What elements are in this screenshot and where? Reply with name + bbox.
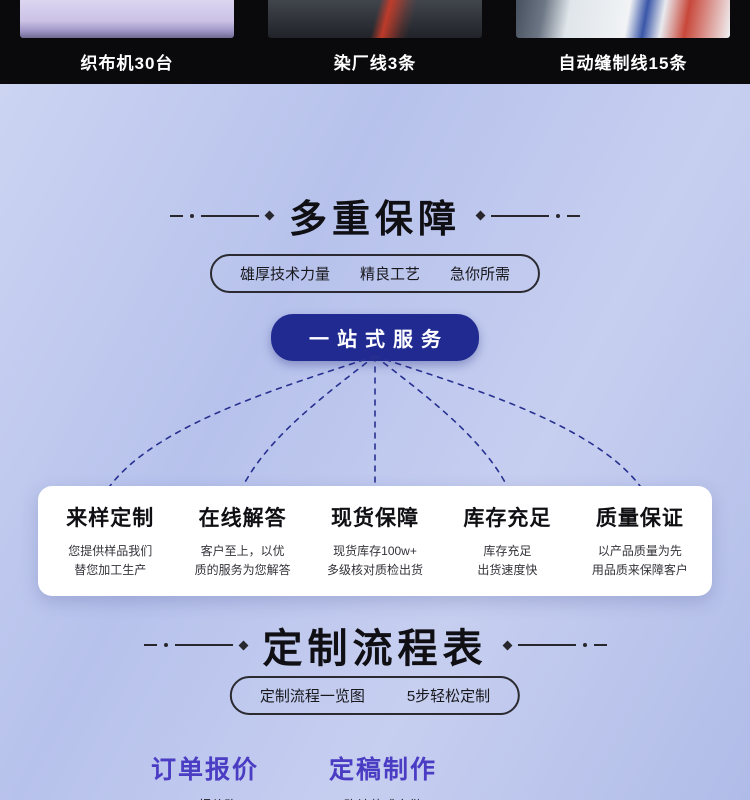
- feature-title: 库存充足: [463, 507, 552, 530]
- dot-decor: [556, 213, 560, 218]
- diamond-decor: [238, 640, 248, 650]
- feature-title: 来样定制: [66, 507, 155, 530]
- feature-ample-inventory: 库存充足 库存充足 出货速度快: [441, 502, 573, 579]
- subtitle-phrase: 定制流程一览图: [259, 688, 365, 705]
- sewing-line-photo: [516, 0, 730, 38]
- line-decor: [517, 644, 576, 646]
- feature-title: 质量保证: [595, 507, 684, 530]
- factory-header: 织布机30台 染厂线3条 自动缝制线15条: [0, 0, 750, 84]
- dot-decor: [582, 643, 587, 647]
- feature-online-answers: 在线解答 客户至上，以优 质的服务为您解答: [176, 502, 308, 579]
- process-subtitle-pill: 定制流程一览图 5步轻松定制: [229, 676, 521, 715]
- dashed-fan-lines: [109, 355, 641, 487]
- step-desc: 工厂报价确 定款式内容: [100, 796, 310, 800]
- title-deco-left: [143, 640, 248, 650]
- feature-title: 现货保障: [331, 507, 420, 530]
- subtitle-phrase: 精良工艺: [359, 266, 421, 283]
- guarantee-subtitle-pill: 雄厚技术力量 精良工艺 急你所需: [209, 254, 541, 293]
- subtitle-phrase: 急你所需: [450, 266, 511, 283]
- subtitle-phrase: 雄厚技术力量: [239, 266, 330, 283]
- guarantee-feature-card: 来样定制 您提供样品我们 替您加工生产 在线解答 客户至上，以优 质的服务为您解…: [38, 486, 712, 596]
- line-decor: [491, 214, 549, 217]
- feature-desc: 以产品质量为先 用品质来保障客户: [591, 544, 688, 577]
- dash-decor: [169, 214, 183, 217]
- one-stop-service-pill: 一站式服务: [271, 314, 479, 361]
- dash-decor: [567, 214, 580, 217]
- process-title-row: 定制流程表: [0, 616, 750, 674]
- factory-item-dyeing: 染厂线3条: [268, 0, 482, 84]
- dot-decor: [189, 213, 194, 218]
- diamond-decor: [264, 210, 275, 221]
- step-title: 订单报价: [150, 756, 259, 784]
- feature-stock-guarantee: 现货保障 现货库存100w+ 多级核对质检出货: [309, 502, 441, 579]
- feature-desc: 现货库存100w+ 多级核对质检出货: [327, 544, 424, 577]
- feature-desc: 客户至上，以优 质的服务为您解答: [194, 544, 291, 577]
- step-final-draft: 定稿制作 确认款式定做 内容出货时间: [278, 750, 488, 800]
- factory-caption: 自动缝制线15条: [558, 53, 688, 73]
- process-title: 定制流程表: [262, 627, 488, 671]
- main-section: 多重保障 雄厚技术力量 精良工艺 急你所需 一站式服务: [0, 84, 750, 800]
- subtitle-phrase: 5步轻松定制: [406, 688, 491, 705]
- diamond-decor: [475, 210, 486, 221]
- title-deco-right: [475, 210, 580, 221]
- title-deco-right: [502, 640, 607, 650]
- line-decor: [174, 644, 233, 646]
- factory-caption: 织布机30台: [80, 53, 174, 73]
- feature-desc: 库存充足 出货速度快: [477, 544, 538, 577]
- feature-quality-assurance: 质量保证 以产品质量为先 用品质来保障客户: [574, 502, 706, 579]
- feature-title: 在线解答: [198, 507, 287, 530]
- dash-decor: [143, 644, 157, 646]
- step-desc: 确认款式定做 内容出货时间: [278, 796, 488, 800]
- dash-decor: [593, 644, 607, 646]
- dot-decor: [163, 643, 168, 647]
- guarantee-title-row: 多重保障: [0, 188, 750, 243]
- factory-item-sewing: 自动缝制线15条: [516, 0, 730, 84]
- step-order-quotation: 订单报价 工厂报价确 定款式内容: [100, 750, 310, 800]
- feature-desc: 您提供样品我们 替您加工生产: [68, 544, 153, 577]
- title-deco-left: [169, 210, 275, 221]
- guarantee-title: 多重保障: [288, 199, 461, 241]
- diamond-decor: [502, 640, 512, 650]
- factory-caption: 染厂线3条: [333, 53, 417, 73]
- step-title: 定稿制作: [328, 756, 437, 784]
- dye-line-photo: [268, 0, 482, 38]
- weaving-machine-photo: [20, 0, 234, 38]
- factory-item-weaving: 织布机30台: [20, 0, 234, 84]
- feature-sample-customization: 来样定制 您提供样品我们 替您加工生产: [44, 502, 176, 579]
- line-decor: [200, 214, 259, 217]
